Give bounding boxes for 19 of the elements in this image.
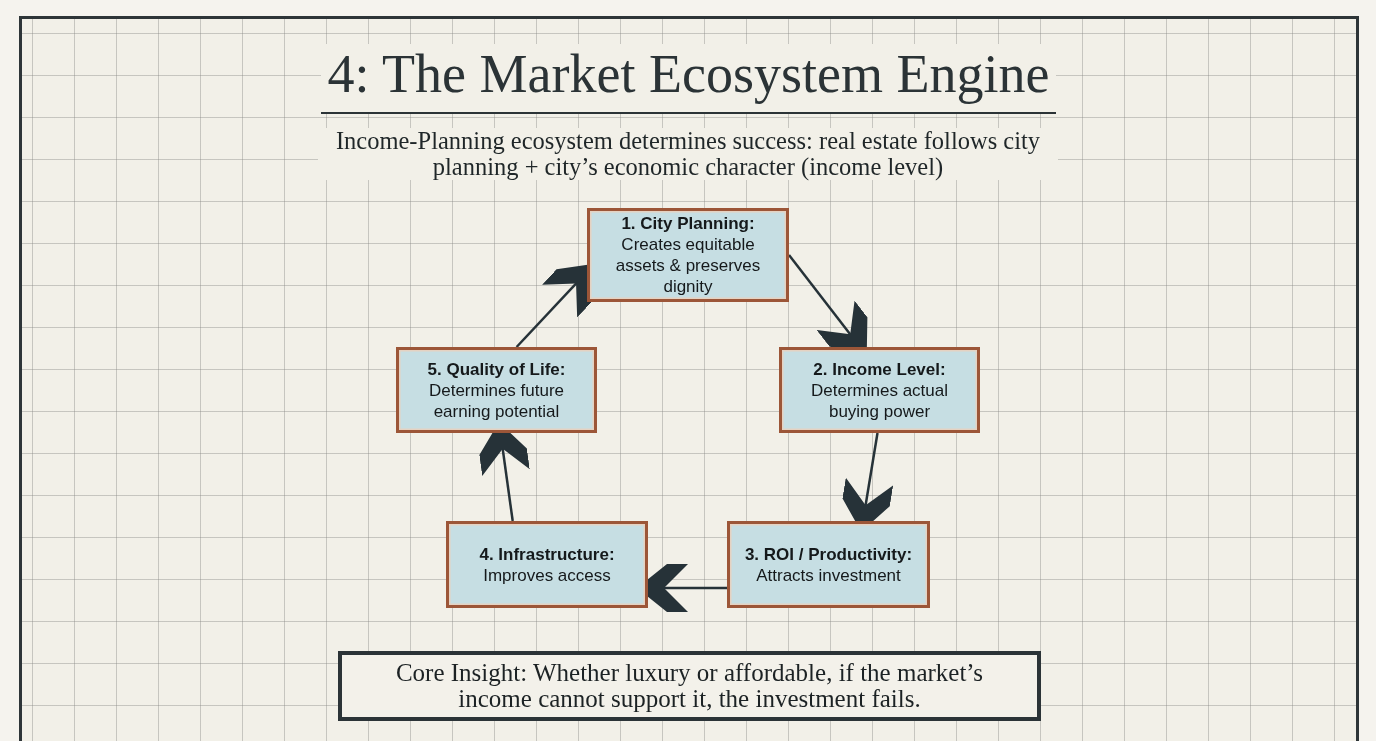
- subtitle: Income-Planning ecosystem determines success: real estate follows city planning + city’s economic character (income level): [318, 128, 1058, 180]
- process-box: [727, 521, 930, 608]
- step-description: Determines actual buying power: [810, 379, 949, 422]
- insight-box: [338, 651, 1041, 721]
- step-description: Attracts investment: [756, 564, 901, 586]
- process-box: [587, 208, 789, 302]
- step-title: 2. Income Level:: [813, 358, 946, 380]
- step-title: 1. City Planning:: [621, 213, 755, 234]
- insight-text: Core Insight: Whether luxury or affordable, if the market’s income cannot support it, the investment fails.: [394, 660, 985, 712]
- step-title: 3. ROI / Productivity:: [744, 543, 913, 565]
- step-title: 4. Infrastructure:: [479, 543, 615, 565]
- process-box: [446, 521, 648, 608]
- title: 4: The Market Ecosystem Engine: [321, 44, 1056, 114]
- process-box: [396, 347, 597, 433]
- step-description: Improves access: [483, 564, 611, 586]
- step-description: Determines future earning potential: [427, 379, 566, 422]
- step-title: 5. Quality of Life:: [427, 358, 566, 380]
- process-box: [779, 347, 980, 433]
- step-description: Creates equitable assets & preserves dignity: [614, 234, 762, 297]
